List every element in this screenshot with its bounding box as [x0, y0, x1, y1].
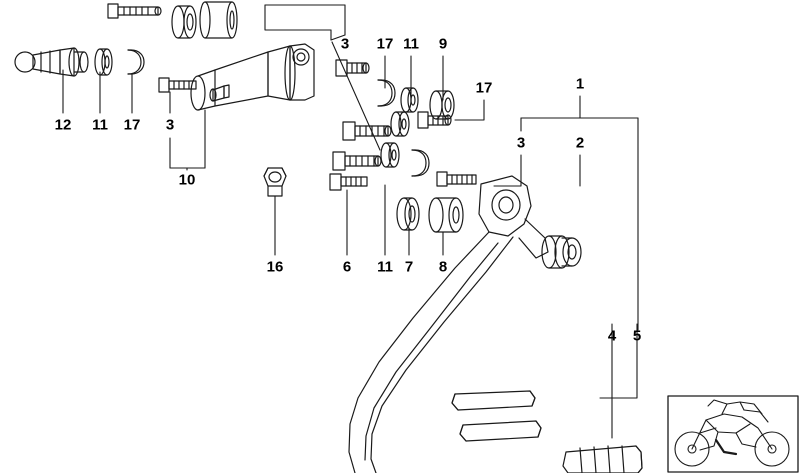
callout-17-right: 17 [475, 79, 493, 97]
callout-11-bottom: 11 [377, 258, 393, 276]
callout-3-right: 3 [516, 134, 526, 152]
part-bolt-middle-b [417, 111, 452, 129]
part-sleeve-top [199, 1, 238, 39]
part-bushing-top [171, 5, 197, 39]
part-washer-11-left [94, 48, 113, 76]
part-bolt-lower-a [332, 151, 382, 171]
callout-3-left: 3 [165, 116, 175, 134]
part-bolt-6 [329, 173, 368, 191]
part-washer-7 [396, 197, 420, 231]
part-ball-stud-12 [14, 47, 89, 77]
part-push-rod-10 [190, 43, 315, 111]
part-bolt-top-left [107, 3, 162, 19]
leader-lines [62, 4, 639, 439]
part-washer-stack-middle [390, 111, 410, 137]
callout-1: 1 [575, 75, 585, 93]
callout-11-left: 11 [92, 116, 108, 134]
callout-11-top: 11 [403, 35, 419, 53]
callout-6: 6 [342, 258, 352, 276]
part-bolt-middle-a [342, 121, 392, 141]
callout-8: 8 [438, 258, 448, 276]
part-footpeg-rubber-5 [562, 445, 643, 473]
callout-16: 16 [266, 258, 284, 276]
callout-5: 5 [632, 327, 642, 345]
callout-7: 7 [404, 258, 414, 276]
part-nut-16 [263, 167, 287, 197]
part-circlip-17-top [377, 79, 396, 107]
callout-3-top: 3 [340, 35, 350, 53]
part-circlip-17-left [127, 49, 145, 75]
part-bushing-9 [429, 90, 455, 120]
part-bolt-3-left [158, 77, 197, 93]
vehicle-silhouette-inset [667, 395, 799, 473]
part-bolt-lower-b [436, 171, 477, 187]
callout-10: 10 [178, 171, 196, 189]
part-washer-11-lower [380, 142, 400, 168]
callout-9: 9 [438, 35, 448, 53]
part-washer-11-top [400, 87, 419, 113]
part-footrest-4 [451, 390, 542, 442]
part-bolt-3-top [335, 59, 370, 77]
callout-2: 2 [575, 134, 585, 152]
callout-4: 4 [607, 327, 617, 345]
callout-12: 12 [54, 116, 72, 134]
part-circlip-17-lower [411, 149, 430, 177]
part-bushing-8 [428, 197, 464, 233]
callout-17-top: 17 [376, 35, 394, 53]
callout-17-left: 17 [123, 116, 141, 134]
part-gear-lever-1 [348, 175, 582, 473]
